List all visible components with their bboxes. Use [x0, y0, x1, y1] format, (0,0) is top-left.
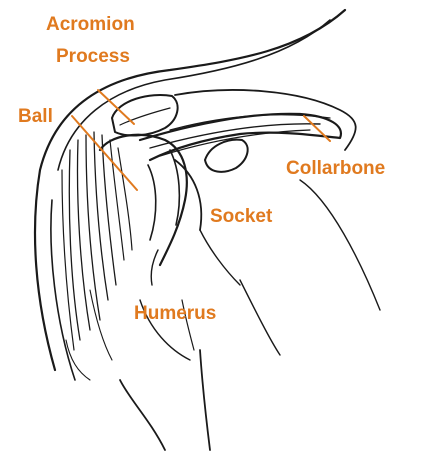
- label-acromion-line2: Process: [56, 46, 130, 68]
- acromion-process: [112, 95, 178, 135]
- acromion-leader: [98, 90, 134, 124]
- label-socket: Socket: [210, 206, 272, 228]
- collarbone: [140, 114, 341, 160]
- label-ball: Ball: [18, 106, 53, 128]
- label-acromion-line1: Acromion: [46, 14, 135, 36]
- coracoid: [205, 140, 248, 172]
- label-humerus: Humerus: [134, 303, 216, 325]
- deltoid-hatching: [62, 132, 132, 380]
- label-collarbone: Collarbone: [286, 158, 385, 180]
